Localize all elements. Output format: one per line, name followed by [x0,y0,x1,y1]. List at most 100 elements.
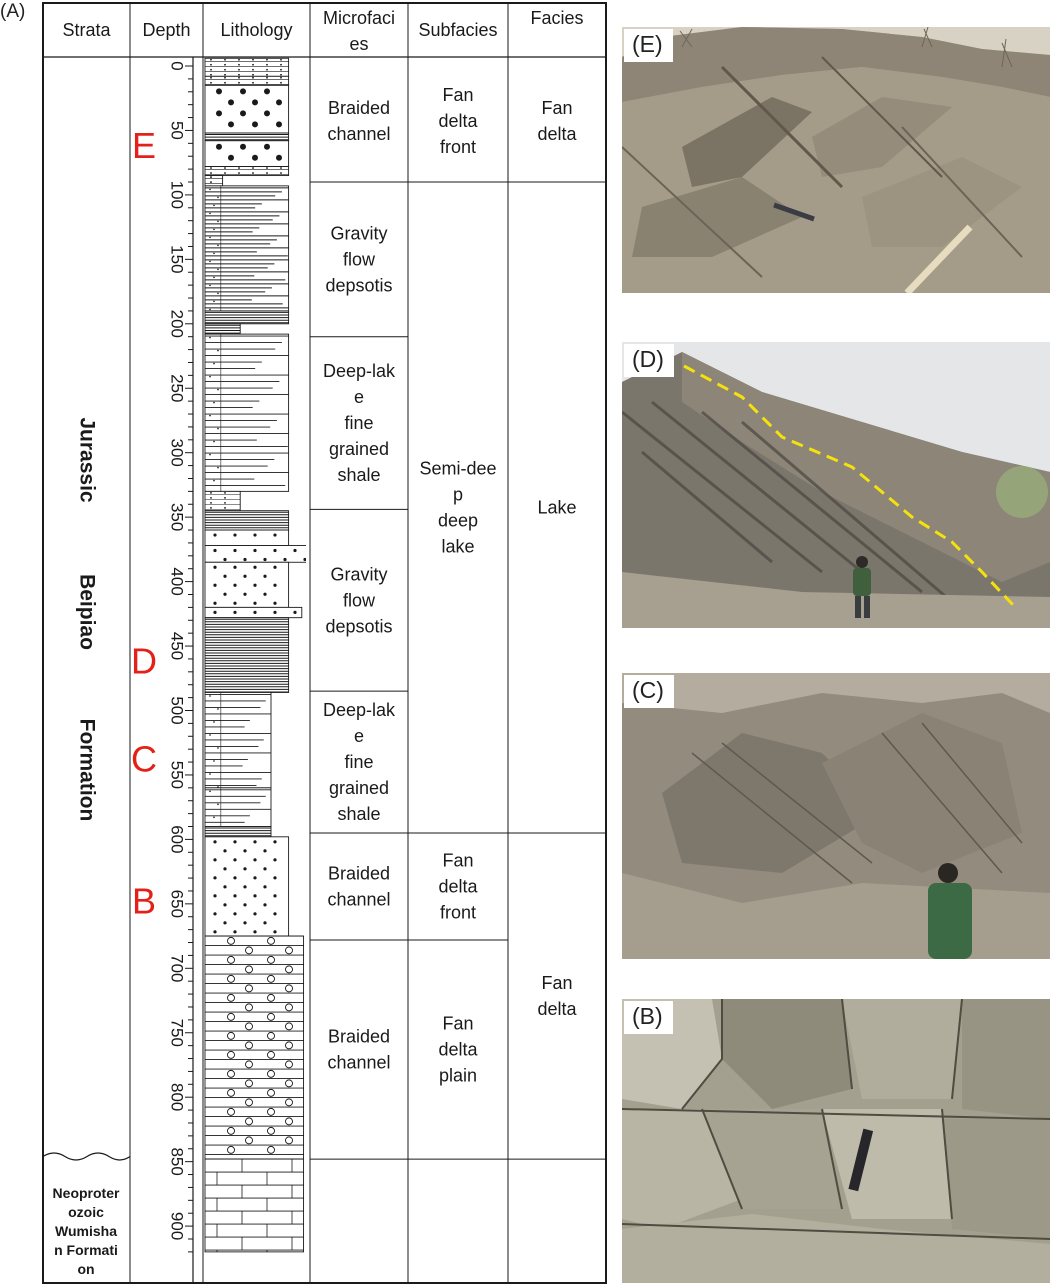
strata-label-neoproterozoic: ozoic [68,1204,104,1220]
subfacies-label: delta [438,876,478,896]
formation-boundary-line [683,364,1016,608]
lithology-bed-sandstone [204,545,306,563]
outcrop-photo-b [622,999,1050,1283]
photo-marker-b: B [132,880,156,921]
subfacies-label: lake [441,536,474,556]
microfacies-label: depsotis [325,275,392,295]
photo-marker-c: C [131,738,157,779]
subfacies-label: front [440,902,476,922]
facies-label: delta [537,999,577,1019]
microfacies-label: shale [337,465,380,485]
microfacies-label: shale [337,804,380,824]
lithology-bed-siltstone [204,75,290,86]
lithology-bed-shale-dark [204,323,241,335]
depth-tick-label: 650 [168,890,187,918]
facies-label: Fan [541,973,572,993]
lithology-bed-sandstone [204,529,290,546]
photo-markers: E D C B [131,125,157,921]
photo-e-label: (E) [624,29,673,62]
microfacies-label: channel [327,1053,390,1073]
photo-e: (E) [622,27,1050,293]
lithology-bed-shale-sparse [204,333,290,492]
facies-label: Lake [537,497,576,517]
header-lithology: Lithology [220,20,292,40]
unconformity-line [42,1152,131,1161]
depth-tick-label: 200 [168,310,187,338]
photo-marker-d: D [131,641,157,682]
subfacies-label: front [440,137,476,157]
microfacies-label: Gravity [330,564,387,584]
outcrop-photo-c [622,673,1050,959]
strata-label-neoproterozoic: Wumisha [55,1223,117,1239]
strata-labels: JurassicBeipiaoFormationNeoproterozoicWu… [53,417,120,1277]
depth-tick-label: 350 [168,503,187,531]
subfacies-label: Fan [442,1014,473,1034]
microfacies-label: Deep-lak [323,700,396,720]
microfacies-label: Braided [328,863,390,883]
strata-label-formation: Formation [75,719,98,822]
subfacies-label: deep [438,510,478,530]
depth-tick-label: 700 [168,954,187,982]
microfacies-label: channel [327,889,390,909]
subfacies-label: delta [438,1040,478,1060]
depth-tick-label: 50 [168,121,187,140]
microfacies-label: grained [329,439,389,459]
microfacies-label: Braided [328,98,390,118]
lithology-column [204,57,306,1253]
microfacies-label: channel [327,124,390,144]
facies-label: Fan [541,98,572,118]
header-microfacies-line2: es [349,34,368,54]
outcrop-photo-e [622,27,1050,293]
depth-tick-label: 850 [168,1147,187,1175]
photo-marker-e: E [132,125,156,166]
photo-b-label: (B) [624,1001,673,1034]
subfacies-label: Fan [442,850,473,870]
depth-tick-label: 900 [168,1212,187,1240]
depth-tick-label: 450 [168,632,187,660]
strata-label-jurassic: Jurassic [75,417,98,503]
depth-tick-label: 550 [168,761,187,789]
lithology-bed-siltstone [204,490,241,512]
lithology-bed-sandstone [204,836,290,937]
microfacies-label: e [354,387,364,407]
depth-tick-label: 150 [168,245,187,273]
facies-label: delta [537,124,577,144]
microfacies-label: Deep-lak [323,361,396,381]
hammer-icon [848,1128,874,1192]
lithology-bed-conglomerate [204,140,290,167]
lithology-bed-shale-dark [204,826,272,838]
strata-label-neoproterozoic: on [77,1261,94,1277]
subfacies-label: delta [438,111,478,131]
depth-tick-label: 750 [168,1019,187,1047]
header-subfacies: Subfacies [418,20,497,40]
lithology-bed-siltstone [204,57,290,77]
lithology-bed-sandstone [204,561,290,608]
header-microfacies: Microfaci [323,8,395,28]
depth-tick-label: 400 [168,567,187,595]
lithology-bed-shale-dark [204,132,290,142]
microfacies-label: flow [343,249,376,269]
photo-d-label: (D) [624,344,674,377]
stick-icon [904,224,973,293]
microfacies-label: depsotis [325,616,392,636]
lithology-bed-siltstone [204,175,224,187]
lithology-bed-shale-dark [204,310,290,325]
depth-tick-label: 800 [168,1083,187,1111]
hammer-icon [773,202,815,222]
lithology-bed-oolite [204,935,305,1160]
header-facies: Facies [530,8,583,28]
depth-tick-label: 0 [168,61,187,70]
photo-d: (D) [622,342,1050,628]
panel-a-label: (A) [0,1,26,22]
person-icon [853,556,871,618]
lithology-bed-shale-sparse [204,692,272,789]
lithology-bed-shale-silt [204,185,290,312]
depth-tick-label: 600 [168,825,187,853]
subfacies-label: plain [439,1066,477,1086]
header-depth: Depth [142,20,190,40]
depth-tick-label: 250 [168,374,187,402]
lithology-bed-shale-dark [204,510,290,531]
column-frame [42,2,607,1284]
depth-tick-label: 300 [168,439,187,467]
